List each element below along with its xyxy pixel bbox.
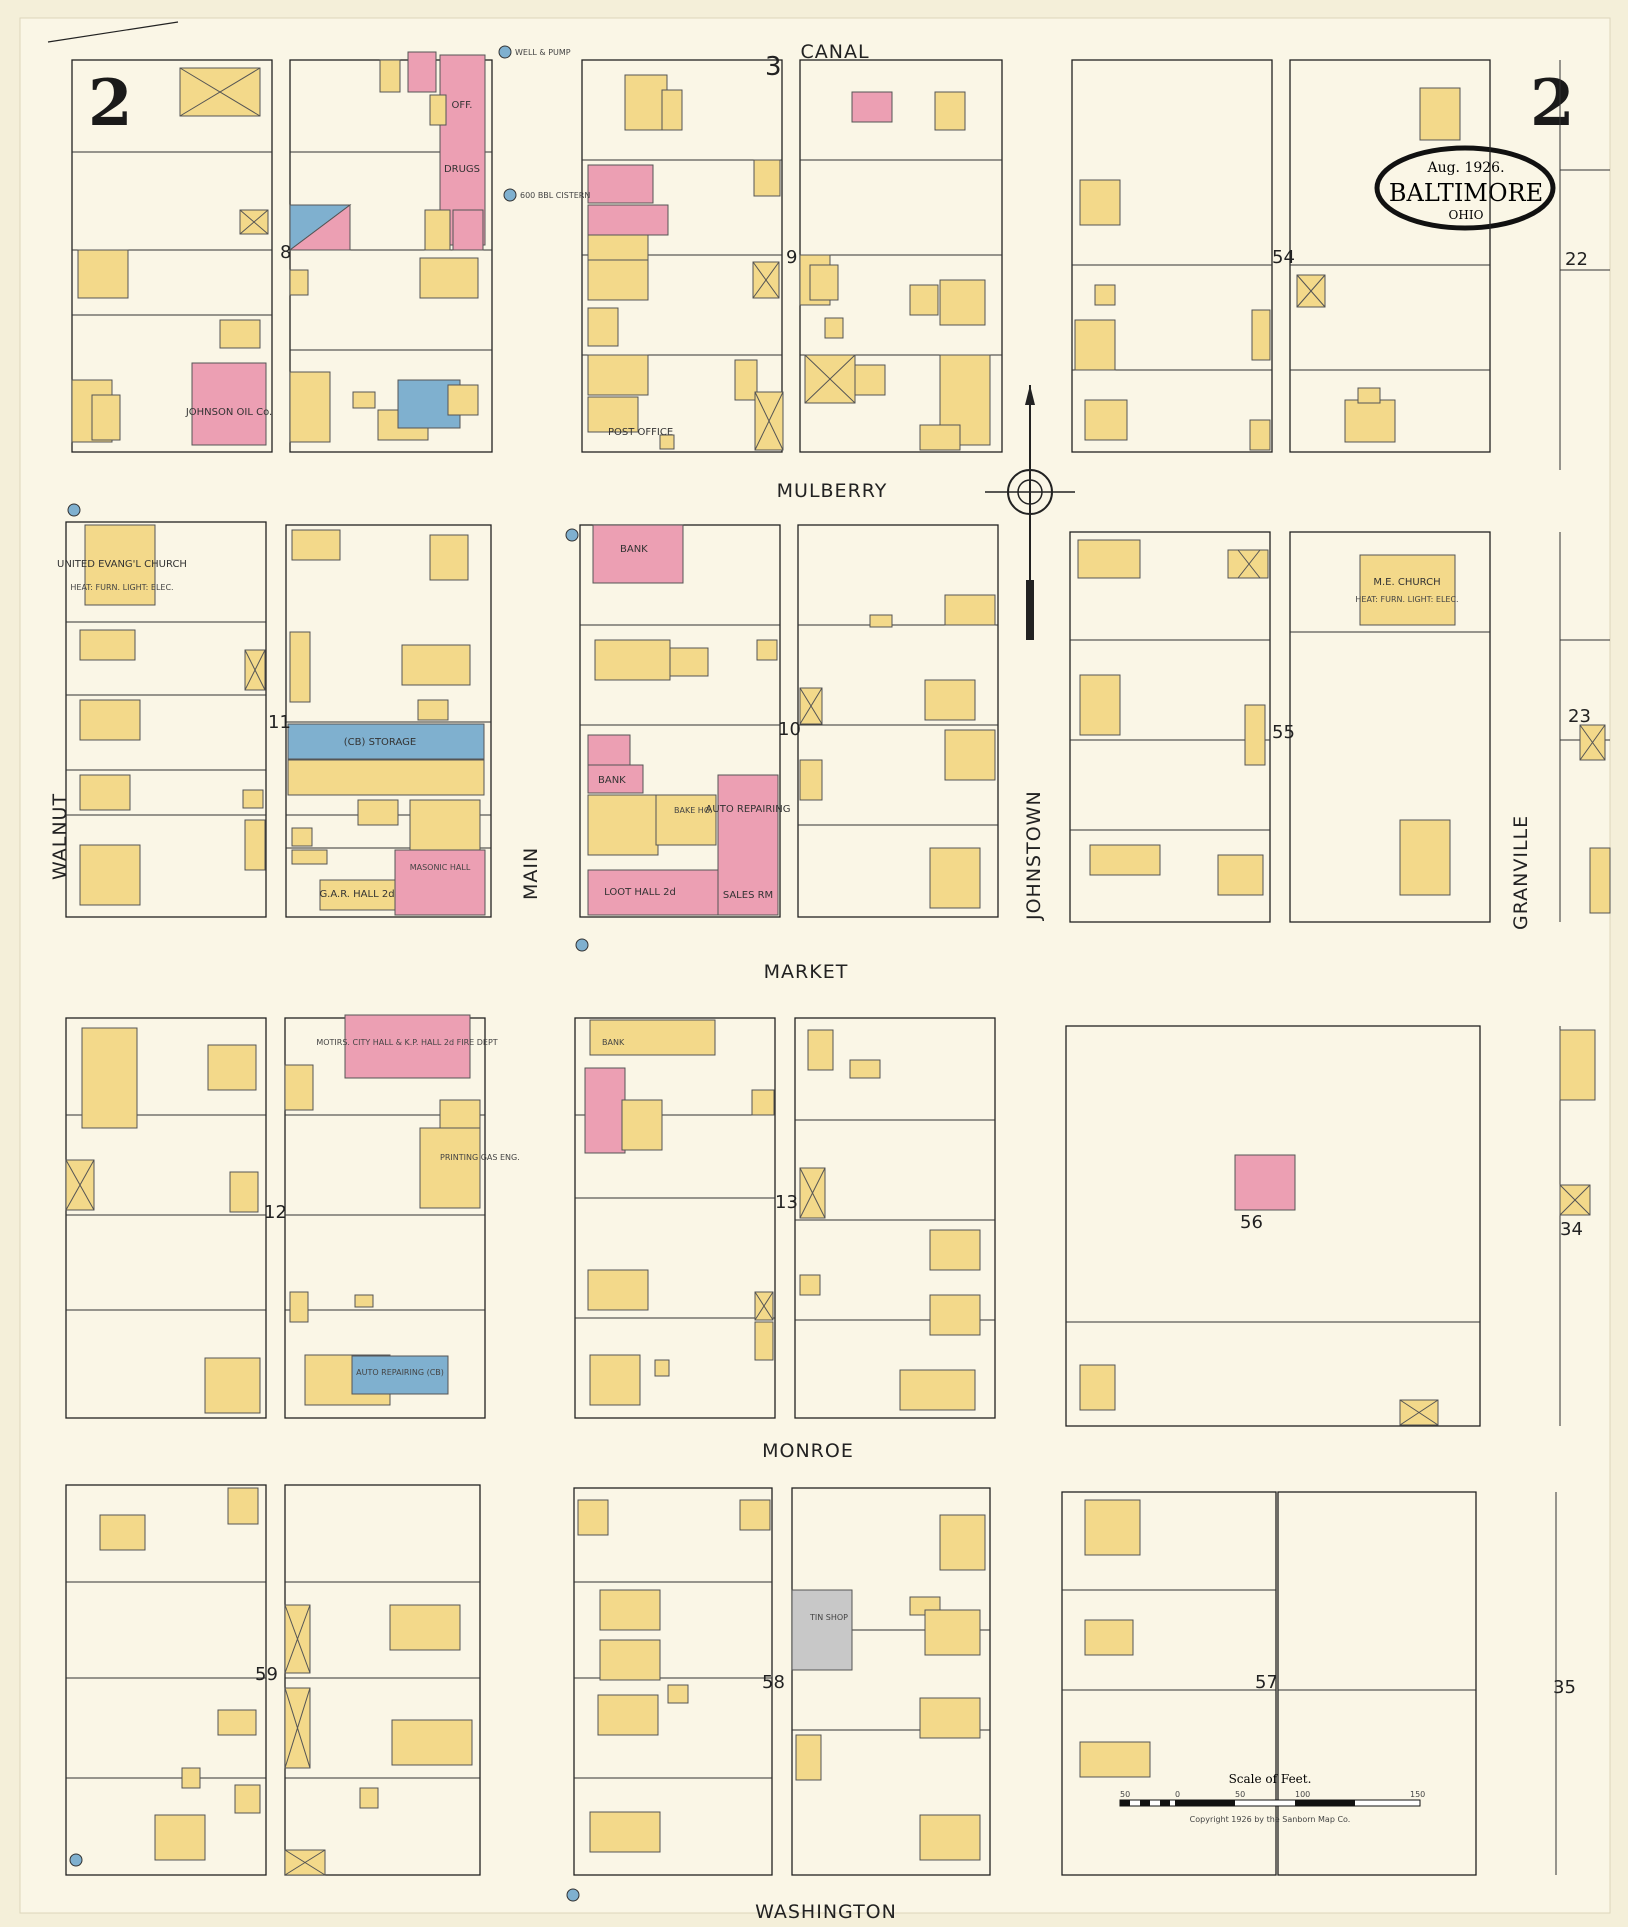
cisterns (67, 45, 589, 1902)
scale-label: Scale of Feet. (1229, 1772, 1312, 1786)
loot-hall-label: LOOT HALL 2d (604, 887, 676, 898)
me-church-label: M.E. CHURCH (1373, 577, 1440, 588)
bank2-label: BANK (598, 775, 626, 786)
me-church-note: HEAT: FURN. LIGHT: ELEC. (1355, 595, 1458, 604)
street-johnstown: JOHNSTOWN (1023, 790, 1045, 921)
block-number: 59 (255, 1664, 278, 1685)
page-number-left: 2 (88, 66, 133, 141)
street-main: MAIN (520, 847, 542, 900)
street-mulberry: MULBERRY (777, 480, 888, 502)
block-number: 34 (1560, 1219, 1583, 1240)
block-number: 58 (762, 1672, 785, 1693)
compass-rose-icon (985, 385, 1075, 640)
block-numbers: 8 9 54 22 11 10 55 23 12 13 56 34 59 58 … (255, 242, 1591, 1698)
street-market: MARKET (764, 961, 849, 983)
gar-hall-label: G.A.R. HALL 2d (319, 889, 394, 900)
stamp-state: OHIO (1449, 208, 1484, 222)
block-number: 10 (778, 719, 801, 740)
block-number: 35 (1553, 1677, 1576, 1698)
street-granville: GRANVILLE (1510, 815, 1532, 930)
auto-repairing2-label: AUTO REPAIRING (CB) (356, 1368, 444, 1377)
united-church-label: UNITED EVANG'L CHURCH (57, 559, 187, 570)
street-canal: CANAL (800, 41, 869, 63)
scale-tick: 0 (1175, 1790, 1180, 1799)
post-office-label: POST OFFICE (608, 427, 673, 438)
printing-label: PRINTING GAS ENG. (440, 1153, 520, 1162)
block-number: 11 (268, 712, 291, 733)
city-hall-label: MOTIRS. CITY HALL & K.P. HALL 2d FIRE DE… (316, 1038, 497, 1047)
scale-bar: Scale of Feet. 50 0 50 100 150 Copyright… (1119, 1772, 1425, 1824)
block-number: 56 (1240, 1212, 1263, 1233)
stamp-date: Aug. 1926. (1426, 160, 1504, 176)
cistern-label: 600 BBL CISTERN (520, 191, 590, 200)
stamp-city: BALTIMORE (1389, 179, 1543, 207)
off-label: OFF. (452, 100, 473, 111)
sales-rm-label: SALES RM (723, 890, 773, 901)
block-number: 55 (1272, 722, 1295, 743)
street-names: CANAL MULBERRY MARKET MONROE WASHINGTON … (49, 41, 1532, 1923)
auto-repairing-label: AUTO REPAIRING (706, 804, 791, 815)
scale-tick: 150 (1410, 1790, 1425, 1799)
street-washington: WASHINGTON (755, 1901, 897, 1923)
block-number: 13 (775, 1192, 798, 1213)
block-number: 12 (264, 1202, 287, 1223)
block-number: 8 (280, 242, 291, 263)
scale-tick: 50 (1120, 1790, 1130, 1799)
bank3-label: BANK (602, 1038, 625, 1047)
block-number: 22 (1565, 249, 1588, 270)
johnson-oil-label: JOHNSON OIL Co. (185, 407, 272, 418)
bank1-label: BANK (620, 544, 648, 555)
block-number: 57 (1255, 1672, 1278, 1693)
lot-lines (66, 151, 1490, 1779)
united-church-note: HEAT: FURN. LIGHT: ELEC. (70, 583, 173, 592)
title-stamp: Aug. 1926. BALTIMORE OHIO (1374, 145, 1556, 231)
scale-tick: 50 (1235, 1790, 1245, 1799)
tin-shop-label: TIN SHOP (809, 1613, 848, 1622)
well-pump-label: WELL & PUMP (515, 48, 571, 57)
street-monroe: MONROE (762, 1440, 854, 1462)
drugs-label: DRUGS (444, 164, 480, 175)
storage-label: (CB) STORAGE (344, 737, 416, 748)
block-number: 9 (786, 247, 797, 268)
buildings: JOHNSON OIL Co. DRUGS OFF. POST (57, 51, 1611, 1876)
canal-block-number: 3 (765, 52, 783, 82)
page-number-right: 2 (1530, 66, 1575, 141)
block-number: 54 (1272, 247, 1295, 268)
block-number: 23 (1568, 706, 1591, 727)
scale-tick: 100 (1295, 1790, 1310, 1799)
masonic-label: MASONIC HALL (410, 863, 471, 872)
bake-ho-label: BAKE HO. (674, 806, 712, 815)
street-walnut: WALNUT (49, 793, 71, 880)
copyright: Copyright 1926 by the Sanborn Map Co. (1190, 1815, 1351, 1824)
